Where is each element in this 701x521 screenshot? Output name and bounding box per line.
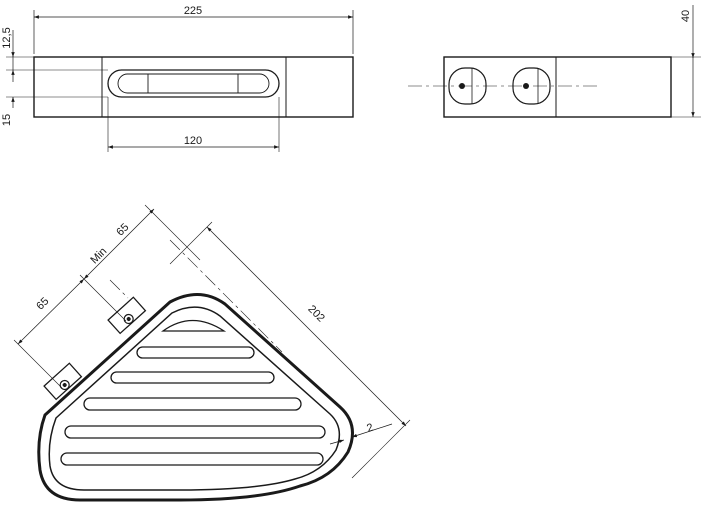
dimension-overall-length: 225 (33, 5, 354, 54)
drain-slot (110, 371, 275, 384)
dimension-rim-thickness: 2 (329, 421, 393, 445)
drain-slot (83, 397, 302, 411)
screw-head-right (512, 67, 551, 105)
dim-label-min-65: 65 (114, 221, 131, 238)
drain-slot (60, 452, 324, 466)
dim-label-40: 40 (680, 10, 692, 22)
dim-label-12-5: 12,5 (1, 27, 13, 48)
dim-label-202: 202 (305, 303, 326, 324)
bracket-body (33, 56, 354, 118)
basket-plan-view: Min 65 65 202 2 (13, 204, 411, 502)
drain-slot (136, 346, 255, 359)
wall-bracket-upper (107, 296, 147, 335)
dim-label-15: 15 (1, 114, 13, 126)
dimension-side-height: 40 (671, 5, 701, 118)
dimension-diagonal-length: 202 (169, 221, 411, 479)
dimension-mount-height: 12,5 15 (1, 27, 108, 126)
vent-arch (160, 319, 227, 332)
dimension-slot-length: 120 (107, 97, 280, 152)
dim-label-225: 225 (184, 5, 202, 17)
screw-head-left (448, 67, 487, 105)
mounting-slot (107, 69, 280, 98)
dim-label-min: Min (88, 245, 109, 266)
dim-label-120: 120 (184, 135, 202, 147)
dimension-wall-distance: 65 (13, 278, 85, 389)
dim-label-2: 2 (365, 421, 375, 434)
side-view: 40 (408, 5, 701, 118)
top-view: 225 12,5 15 120 (1, 5, 354, 152)
dimension-wall-min: Min 65 (79, 204, 201, 322)
dim-label-65: 65 (34, 295, 51, 312)
side-body (443, 56, 672, 118)
drain-slot (64, 425, 326, 439)
wall-bracket-lower (43, 362, 83, 401)
